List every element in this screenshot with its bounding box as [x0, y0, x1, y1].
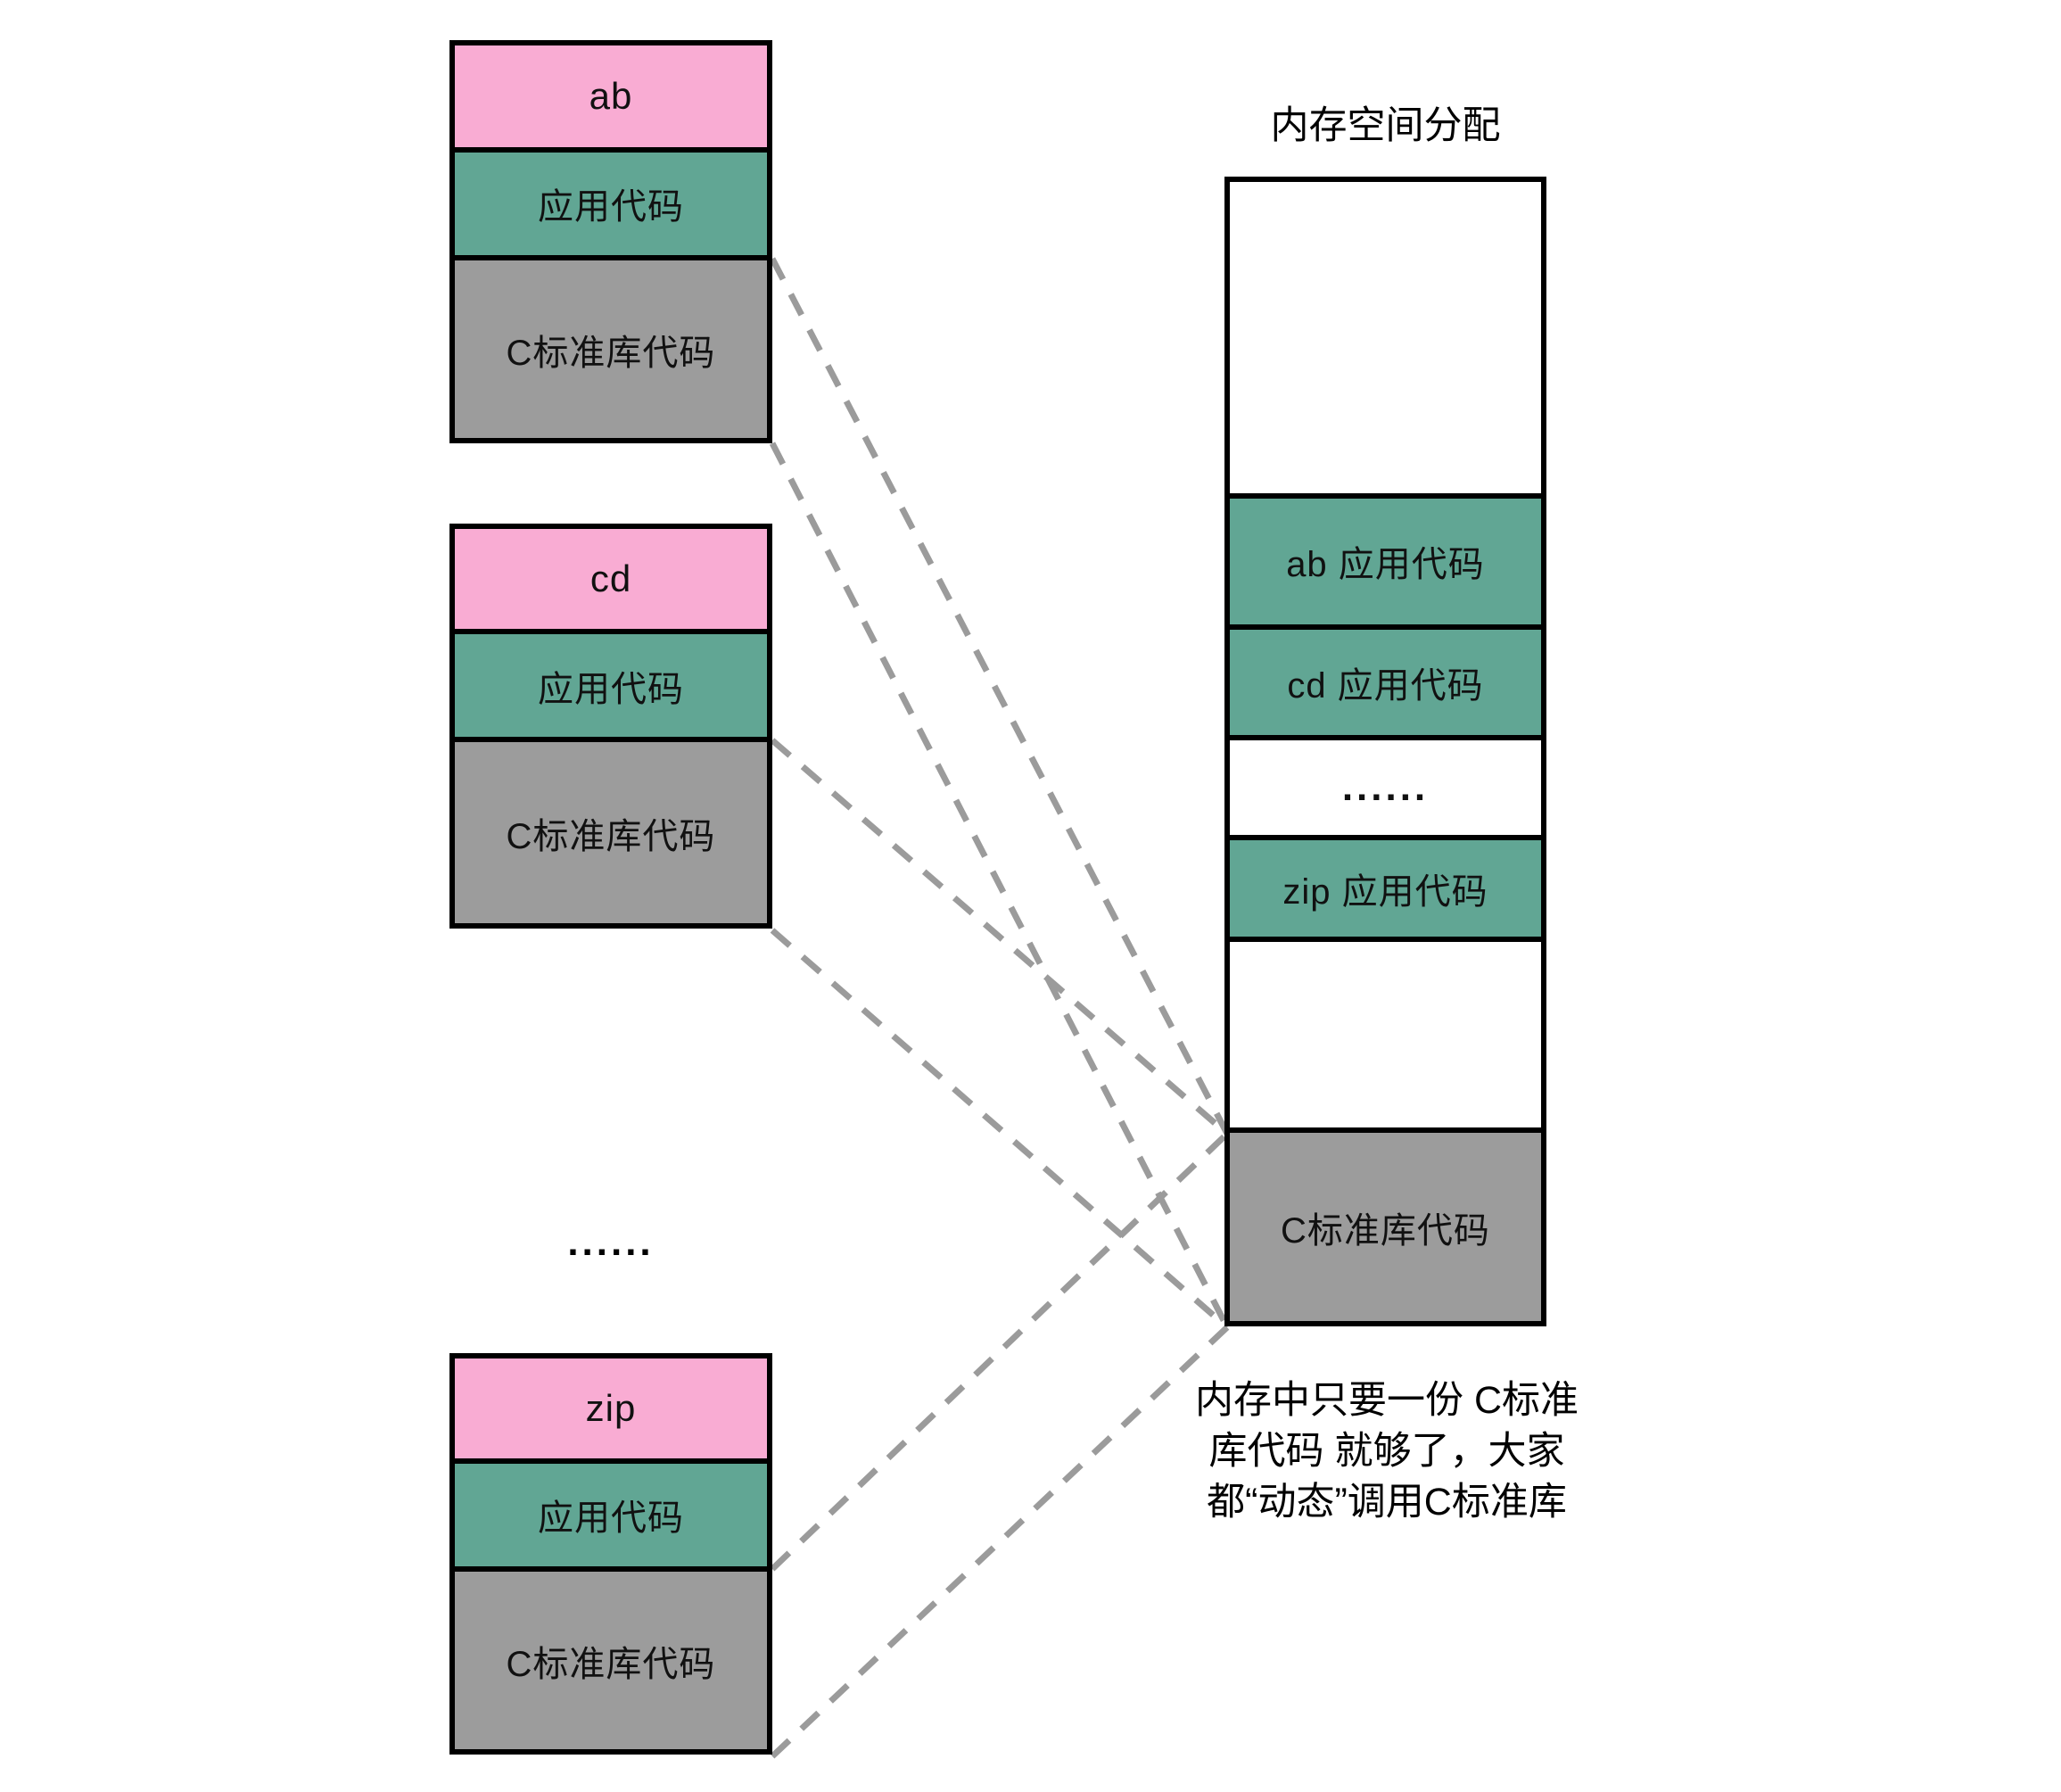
dashed-connector-cd-lib-bottom	[770, 928, 1230, 1330]
program-cd-name: cd	[455, 529, 767, 629]
left-column-ellipsis: ......	[567, 1220, 655, 1264]
program-cd-clib-code: C标准库代码	[455, 737, 767, 923]
program-ab-app-code: 应用代码	[455, 146, 767, 256]
memory-empty-top	[1230, 182, 1541, 493]
program-zip-name: zip	[455, 1358, 767, 1458]
program-zip-clib-code: C标准库代码	[455, 1566, 767, 1749]
annotation-text: 内存中只要一份 C标准 库代码 就够了，大家 都“动态”调用C标准库	[1195, 1379, 1579, 1524]
dashed-connector-ab-lib-bottom	[769, 442, 1231, 1329]
program-box-zip: zip 应用代码 C标准库代码	[449, 1353, 772, 1755]
dashed-connector-zip-lib-top	[770, 1131, 1230, 1572]
memory-section-clib: C标准库代码	[1230, 1127, 1541, 1321]
program-cd-app-code: 应用代码	[455, 628, 767, 738]
memory-box: ab 应用代码 cd 应用代码 ...... zip 应用代码 C标准库代码	[1224, 177, 1546, 1326]
program-box-ab: ab 应用代码 C标准库代码	[449, 40, 772, 443]
memory-section-ellipsis: ......	[1230, 735, 1541, 836]
memory-empty-mid	[1230, 937, 1541, 1128]
dashed-connector-zip-lib-bottom	[770, 1325, 1230, 1759]
memory-section-ab-app: ab 应用代码	[1230, 492, 1541, 625]
program-ab-name: ab	[455, 45, 767, 147]
program-zip-app-code: 应用代码	[455, 1458, 767, 1567]
memory-section-cd-app: cd 应用代码	[1230, 624, 1541, 736]
program-ab-clib-code: C标准库代码	[455, 255, 767, 438]
program-box-cd: cd 应用代码 C标准库代码	[449, 524, 772, 929]
memory-title: 内存空间分配	[1270, 104, 1501, 147]
dashed-connector-ab-lib-top	[769, 257, 1231, 1135]
memory-section-zip-app: zip 应用代码	[1230, 835, 1541, 937]
dashed-connector-cd-lib-top	[770, 738, 1230, 1136]
